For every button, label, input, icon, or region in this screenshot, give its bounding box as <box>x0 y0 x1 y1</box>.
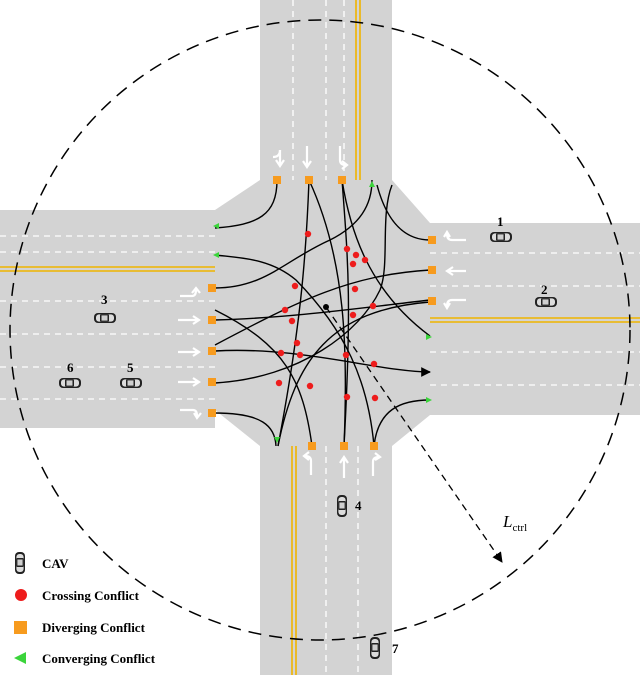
legend-item-diverging: Diverging Conflict <box>14 620 146 635</box>
west-lane-lines <box>0 235 215 400</box>
lane-direction-arrows <box>178 146 466 478</box>
vehicle-number: 3 <box>101 292 108 307</box>
diverging-conflict-point <box>340 442 348 450</box>
crossing-conflict-point <box>361 256 369 264</box>
vehicle-3: 3 <box>94 292 116 323</box>
converging-conflict-point <box>213 252 219 258</box>
diverging-conflict-point <box>208 284 216 292</box>
vehicle-2: 2 <box>535 282 557 307</box>
crossing-conflict-point <box>343 245 351 253</box>
orange-square-icon <box>14 621 27 634</box>
legend-item-converging: Converging Conflict <box>14 651 156 666</box>
legend: CAV Crossing Conflict Diverging Conflict… <box>14 552 156 666</box>
legend-item-crossing: Crossing Conflict <box>15 588 140 603</box>
vehicle-number: 7 <box>392 641 399 656</box>
diverging-conflict-point <box>308 442 316 450</box>
vehicle-number: 1 <box>497 214 504 229</box>
diverging-conflict-point <box>208 347 216 355</box>
vehicle-1: 1 <box>490 214 512 242</box>
car-icon <box>15 552 25 574</box>
vehicle-number: 6 <box>67 360 74 375</box>
crossing-conflict-point <box>371 394 379 402</box>
crossing-conflict-point <box>304 230 312 238</box>
vehicle-number: 4 <box>355 498 362 513</box>
legend-item-cav: CAV <box>15 552 69 574</box>
east-road <box>430 223 640 415</box>
converging-conflict-point <box>426 397 432 403</box>
vehicle-5: 5 <box>120 360 142 388</box>
crossing-conflict-point <box>291 282 299 290</box>
crossing-conflict-point <box>343 393 351 401</box>
crossing-conflict-point <box>351 285 359 293</box>
legend-label: Diverging Conflict <box>42 620 146 635</box>
crossing-conflict-point <box>352 251 360 259</box>
north-lane-lines <box>292 0 361 180</box>
control-radius-indicator: Lctrl <box>323 304 527 563</box>
converging-conflict-point <box>274 437 280 443</box>
vehicles: 1 2 3 4 5 6 7 <box>59 214 557 659</box>
vehicle-6: 6 <box>59 360 81 388</box>
crossing-conflict-point <box>275 379 283 387</box>
vehicle-7: 7 <box>370 637 399 659</box>
crossing-conflict-point <box>288 317 296 325</box>
converging-conflicts <box>213 181 432 443</box>
converging-conflict-point <box>369 181 375 187</box>
crossing-conflict-point <box>369 302 377 310</box>
crossing-conflict-point <box>277 349 285 357</box>
diverging-conflict-point <box>370 442 378 450</box>
diverging-conflict-point <box>273 176 281 184</box>
red-circle-icon <box>15 589 27 601</box>
crossing-conflict-point <box>349 260 357 268</box>
crossing-conflict-point <box>370 360 378 368</box>
diverging-conflict-point <box>428 236 436 244</box>
crossing-conflict-point <box>349 311 357 319</box>
diverging-conflict-point <box>208 409 216 417</box>
vehicle-4: 4 <box>337 495 362 517</box>
diverging-conflicts <box>208 176 436 450</box>
vehicle-number: 2 <box>541 282 548 297</box>
crossing-conflict-point <box>306 382 314 390</box>
converging-conflict-point <box>213 223 219 229</box>
crossing-conflict-point <box>281 306 289 314</box>
crossing-conflicts <box>275 230 379 402</box>
crossing-conflict-point <box>293 339 301 347</box>
legend-label: Crossing Conflict <box>42 588 140 603</box>
diverging-conflict-point <box>208 316 216 324</box>
diverging-conflict-point <box>428 266 436 274</box>
legend-label: CAV <box>42 556 69 571</box>
diverging-conflict-point <box>338 176 346 184</box>
legend-label: Converging Conflict <box>42 651 156 666</box>
crossing-conflict-point <box>342 351 350 359</box>
converging-conflict-point <box>426 334 432 340</box>
control-zone-boundary <box>9 19 631 641</box>
south-lane-lines <box>291 446 359 675</box>
diverging-conflict-point <box>428 297 436 305</box>
vehicle-number: 5 <box>127 360 134 375</box>
diverging-conflict-point <box>208 378 216 386</box>
green-triangle-icon <box>14 652 26 664</box>
east-lane-lines <box>430 252 640 386</box>
crossing-conflict-point <box>296 351 304 359</box>
diverging-conflict-point <box>305 176 313 184</box>
control-radius-label: Lctrl <box>502 512 527 534</box>
